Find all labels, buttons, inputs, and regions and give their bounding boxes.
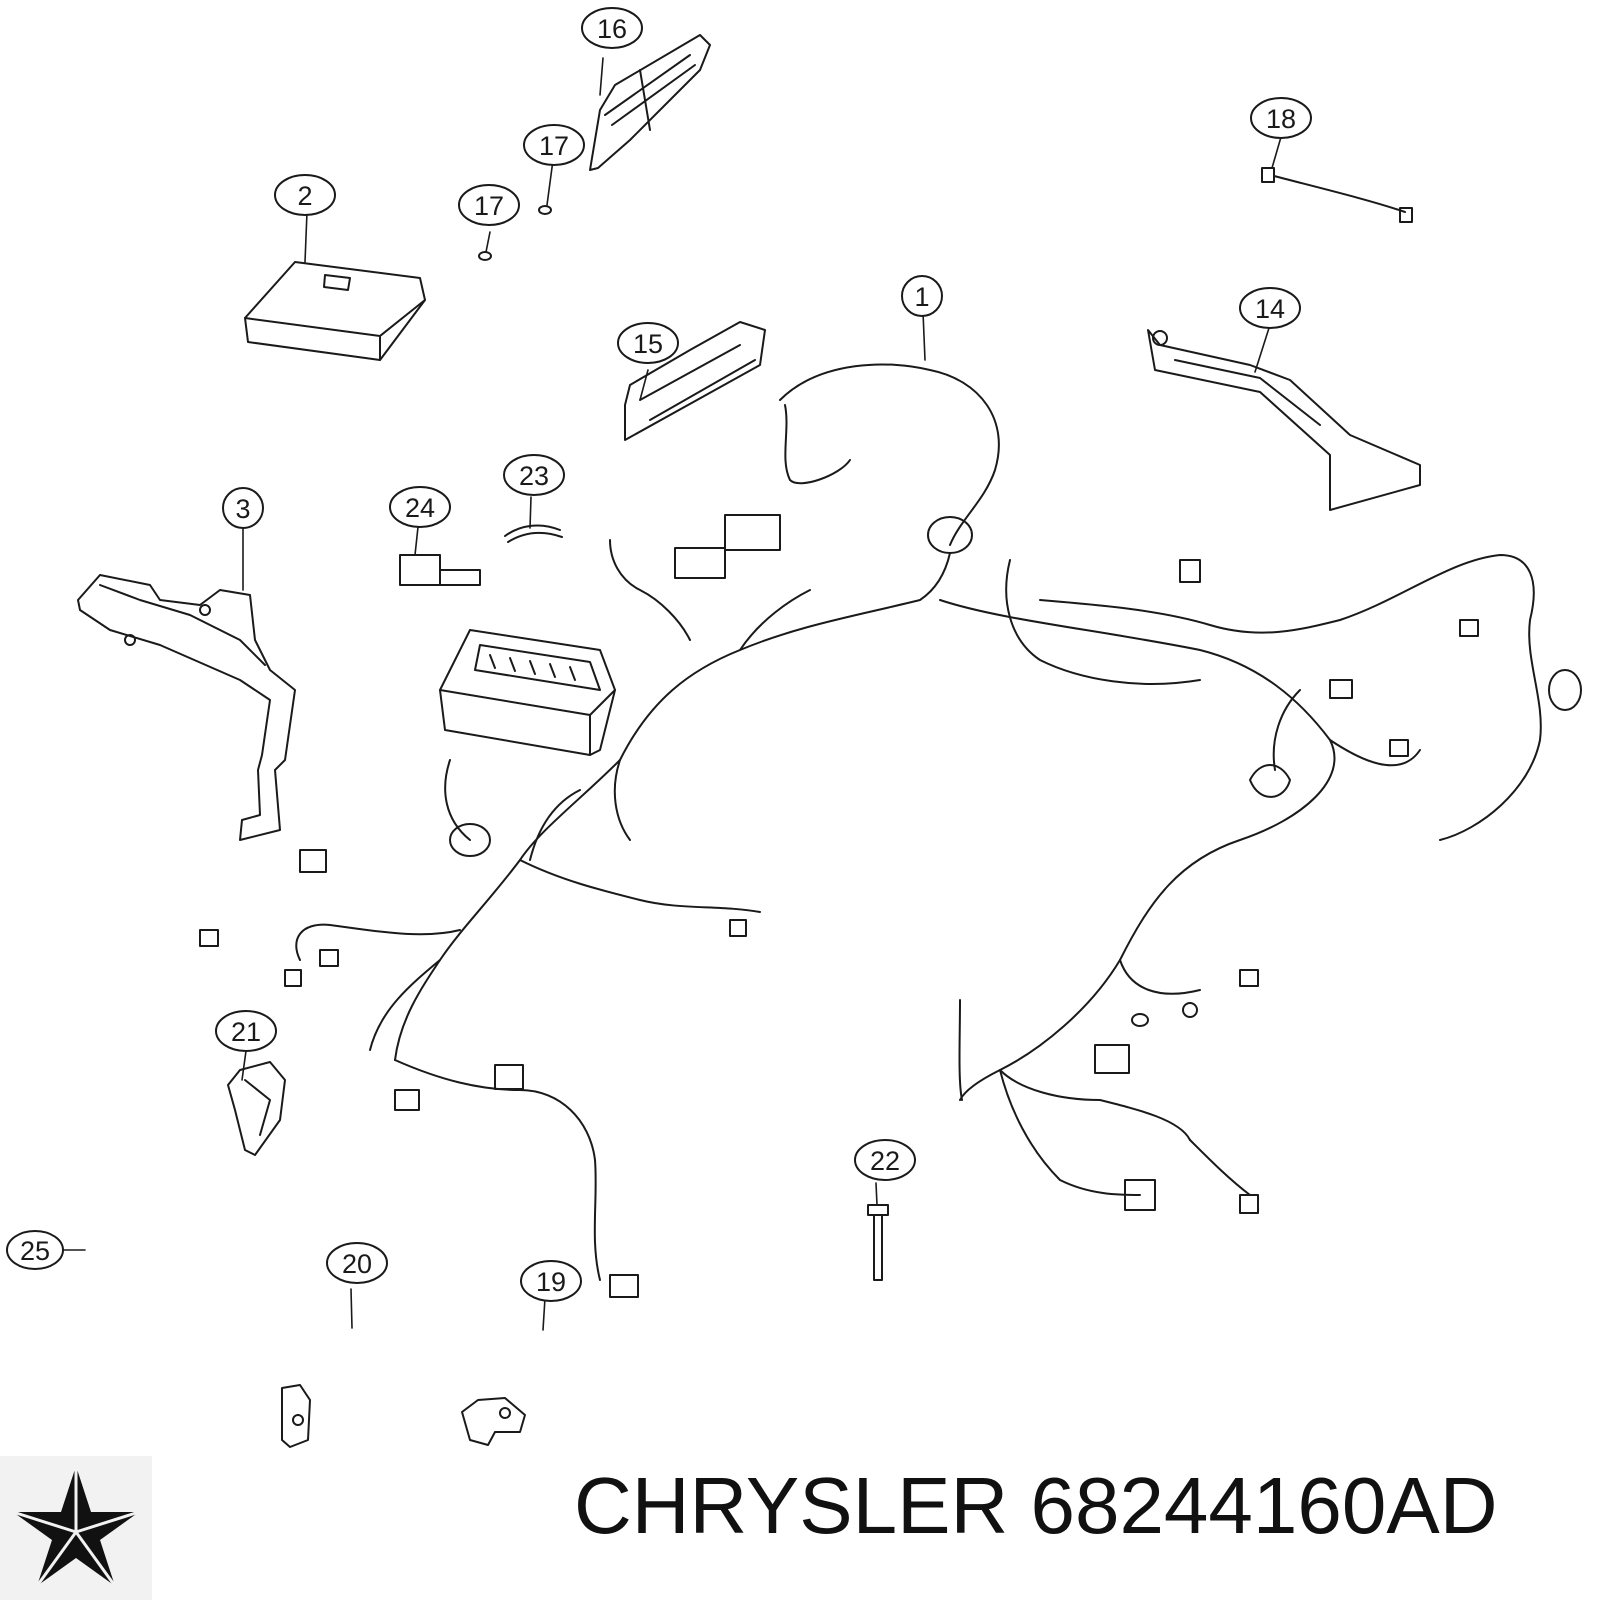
callout-17a: 17 xyxy=(523,124,585,166)
svg-text:21: 21 xyxy=(231,1017,261,1047)
svg-text:20: 20 xyxy=(342,1249,372,1279)
svg-text:25: 25 xyxy=(20,1236,50,1266)
callout-17b: 17 xyxy=(458,184,520,226)
svg-text:19: 19 xyxy=(536,1267,566,1297)
callout-2: 2 xyxy=(274,174,336,216)
callouts: 16 17 17 18 2 1 15 14 23 24 3 21 22 25 2… xyxy=(6,7,1312,1302)
part-16-bracket xyxy=(589,34,711,171)
part-number: 68244160AD xyxy=(1030,1461,1498,1550)
part-22-bolt xyxy=(867,1204,889,1281)
part-21-bracket xyxy=(227,1061,286,1156)
callout-20: 20 xyxy=(326,1242,388,1284)
svg-text:15: 15 xyxy=(633,329,663,359)
callout-22: 22 xyxy=(854,1139,916,1181)
svg-text:17: 17 xyxy=(474,191,504,221)
pentastar-icon xyxy=(0,1456,152,1600)
svg-text:2: 2 xyxy=(297,181,312,211)
callout-18: 18 xyxy=(1250,97,1312,139)
brand-name: CHRYSLER xyxy=(574,1461,1009,1550)
callout-1: 1 xyxy=(901,275,943,317)
callout-24: 24 xyxy=(389,486,451,528)
part-2-module-box xyxy=(244,261,426,361)
callout-16: 16 xyxy=(581,7,643,49)
svg-text:14: 14 xyxy=(1255,294,1285,324)
part-14-bracket xyxy=(1147,329,1421,511)
callout-leaders xyxy=(61,57,1282,1331)
part-19-bracket xyxy=(461,1397,526,1446)
part-1-wiring-harness xyxy=(199,363,1582,1298)
callout-19: 19 xyxy=(520,1260,582,1302)
part-18-cable xyxy=(1261,167,1413,223)
callout-23: 23 xyxy=(503,454,565,496)
fuse-box xyxy=(439,629,616,756)
svg-text:3: 3 xyxy=(235,494,250,524)
svg-text:18: 18 xyxy=(1266,104,1296,134)
brand-title: CHRYSLER 68244160AD xyxy=(574,1450,1498,1562)
svg-text:22: 22 xyxy=(870,1146,900,1176)
part-20-bracket xyxy=(281,1384,311,1448)
svg-text:24: 24 xyxy=(405,493,435,523)
callout-15: 15 xyxy=(617,322,679,364)
svg-text:23: 23 xyxy=(519,461,549,491)
svg-text:17: 17 xyxy=(539,131,569,161)
callout-3: 3 xyxy=(222,487,264,529)
part-24-relay xyxy=(399,554,481,586)
svg-text:16: 16 xyxy=(597,14,627,44)
callout-14: 14 xyxy=(1239,287,1301,329)
part-17-clip xyxy=(478,205,552,261)
callout-25: 25 xyxy=(6,1230,64,1270)
svg-text:1: 1 xyxy=(914,282,929,312)
part-15-bracket xyxy=(624,321,766,441)
part-23-strap xyxy=(504,524,563,543)
part-3-bracket xyxy=(77,574,296,841)
callout-21: 21 xyxy=(215,1010,277,1052)
